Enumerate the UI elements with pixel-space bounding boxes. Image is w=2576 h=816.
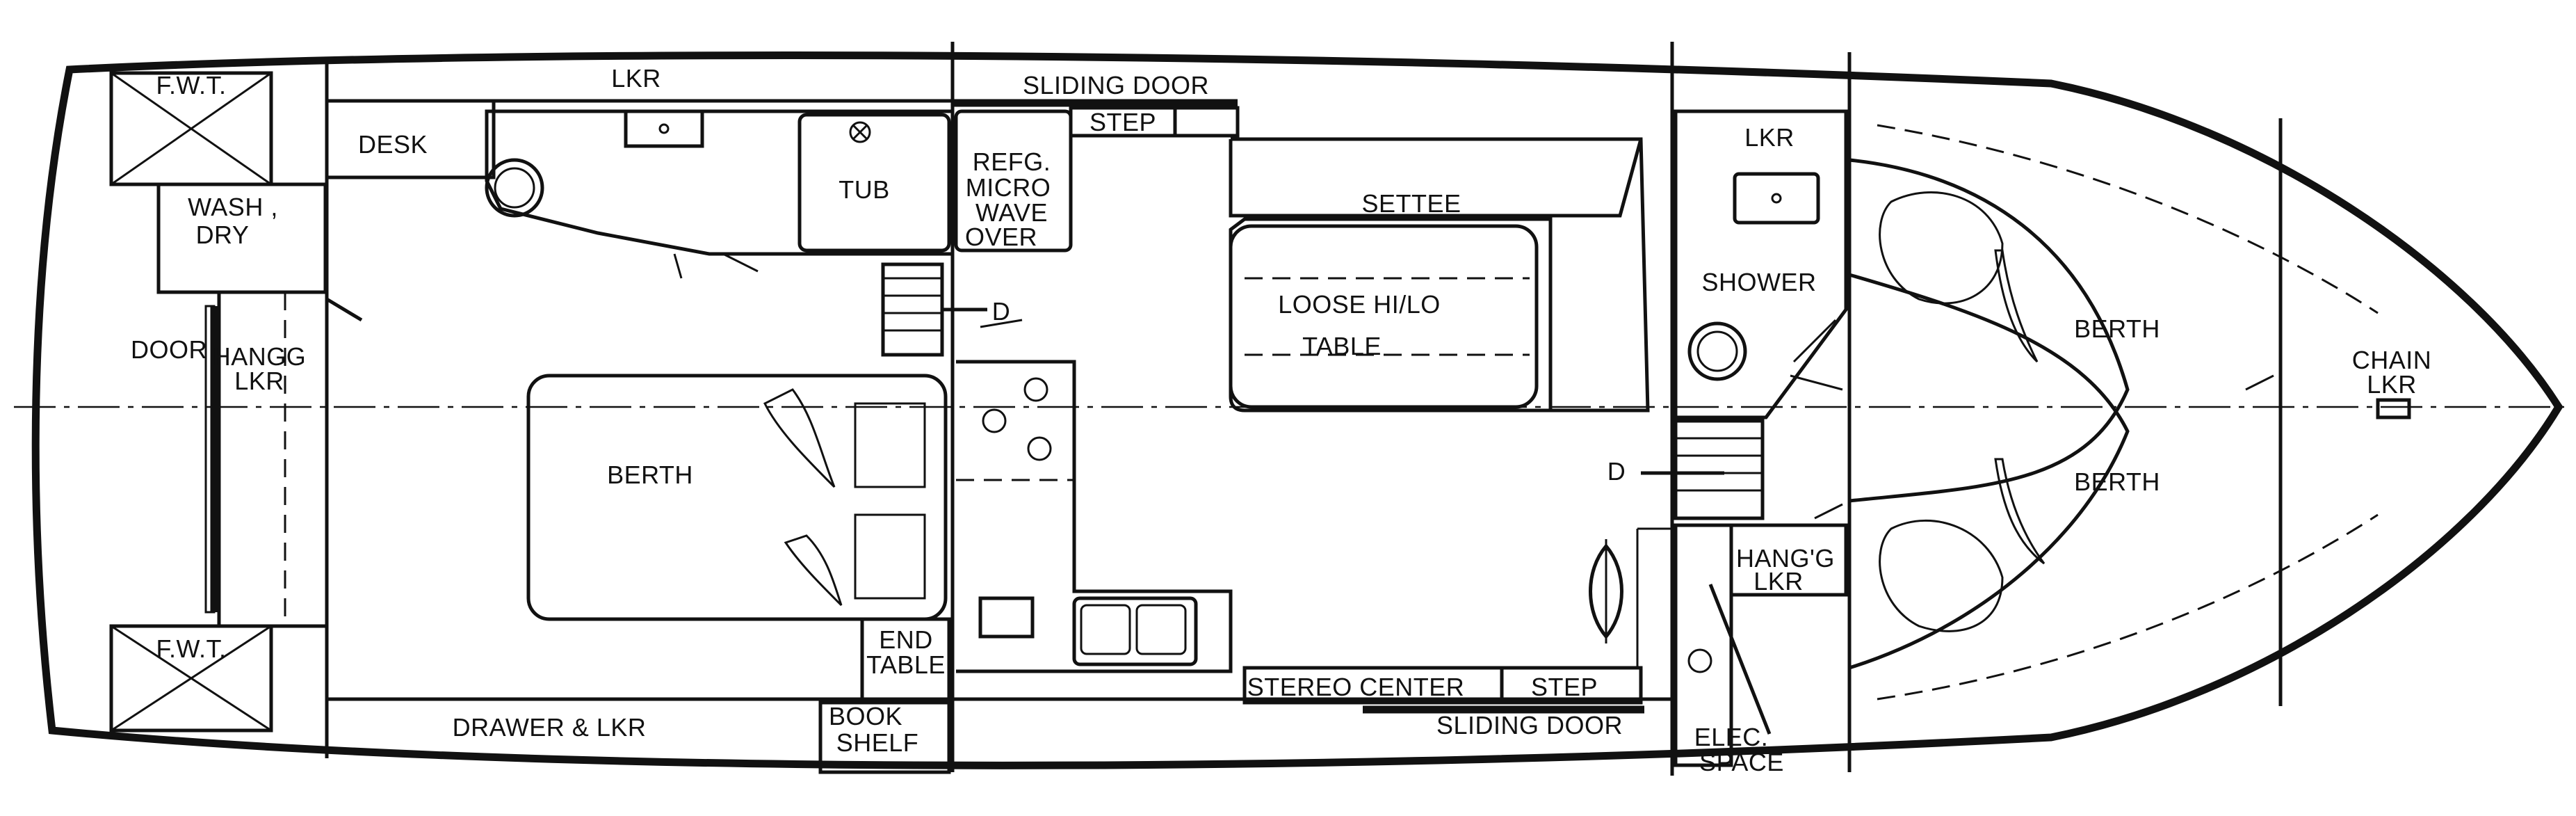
- aft-compartments: [109, 71, 363, 733]
- label-d-upper: D: [992, 297, 1011, 326]
- label-d-lower: D: [1607, 457, 1626, 486]
- label-tub: TUB: [839, 175, 890, 204]
- label-lkr-fwd: LKR: [1744, 123, 1795, 152]
- label-wash-dry-2: DRY: [196, 221, 250, 249]
- label-elec-space: SPACE: [1699, 748, 1784, 776]
- label-elec: ELEC.: [1694, 723, 1769, 751]
- label-refg: REFG.: [973, 147, 1051, 176]
- label-chain: CHAIN: [2352, 346, 2432, 374]
- label-fwt-bottom: F.W.T.: [156, 634, 227, 663]
- label-over: OVER: [965, 223, 1037, 251]
- label-berth-fwd-top: BERTH: [2074, 314, 2160, 343]
- label-hangg-lkr-aft: HANGG: [213, 342, 307, 371]
- chain-locker: [2376, 398, 2411, 419]
- master-stateroom: [325, 99, 955, 774]
- label-lkr-top: LKR: [611, 64, 661, 93]
- label-table: TABLE: [1302, 332, 1382, 360]
- label-drawer-lkr: DRAWER & LKR: [453, 713, 647, 742]
- label-hangg-lkr-fwd: HANG'G: [1736, 544, 1835, 573]
- label-microwave-2: WAVE: [975, 198, 1048, 227]
- label-door: DOOR: [131, 335, 207, 364]
- label-sliding-door-top: SLIDING DOOR: [1023, 71, 1209, 99]
- label-step-bottom: STEP: [1531, 673, 1598, 701]
- v-berth: [1849, 124, 2379, 701]
- label-berth-aft: BERTH: [607, 461, 693, 489]
- stairs-lower: [1641, 419, 1765, 520]
- refrigerator-block: [954, 109, 1073, 253]
- label-settee: SETTEE: [1361, 189, 1461, 218]
- label-hangg-lkr-aft-2: LKR: [234, 367, 284, 395]
- label-book-shelf: SHELF: [836, 728, 919, 757]
- label-fwt-top: F.W.T.: [156, 71, 227, 99]
- label-hangg-lkr-fwd-2: LKR: [1753, 567, 1804, 595]
- label-step-top: STEP: [1089, 108, 1156, 136]
- label-loose-hilo: LOOSE HI/LO: [1278, 290, 1441, 319]
- label-wash-dry: WASH ,: [188, 193, 278, 221]
- label-berth-fwd-bottom: BERTH: [2074, 467, 2160, 496]
- label-stereo-center: STEREO CENTER: [1247, 673, 1465, 701]
- stairs-upper: [881, 262, 1023, 357]
- label-end: END: [879, 625, 933, 654]
- galley: [956, 360, 1233, 673]
- forward-head: [1674, 109, 1848, 767]
- label-end-table: TABLE: [866, 650, 946, 679]
- label-book: BOOK: [829, 702, 902, 730]
- label-desk: DESK: [358, 130, 428, 159]
- labels: F.W.T. F.W.T. WASH , DRY DOOR HANGG LKR …: [131, 64, 2431, 776]
- salon: [953, 99, 1672, 714]
- label-chain-lkr: LKR: [2367, 370, 2417, 399]
- label-sliding-door-bottom: SLIDING DOOR: [1436, 711, 1623, 739]
- label-microwave: MICRO: [966, 173, 1051, 202]
- label-shower: SHOWER: [1702, 268, 1817, 296]
